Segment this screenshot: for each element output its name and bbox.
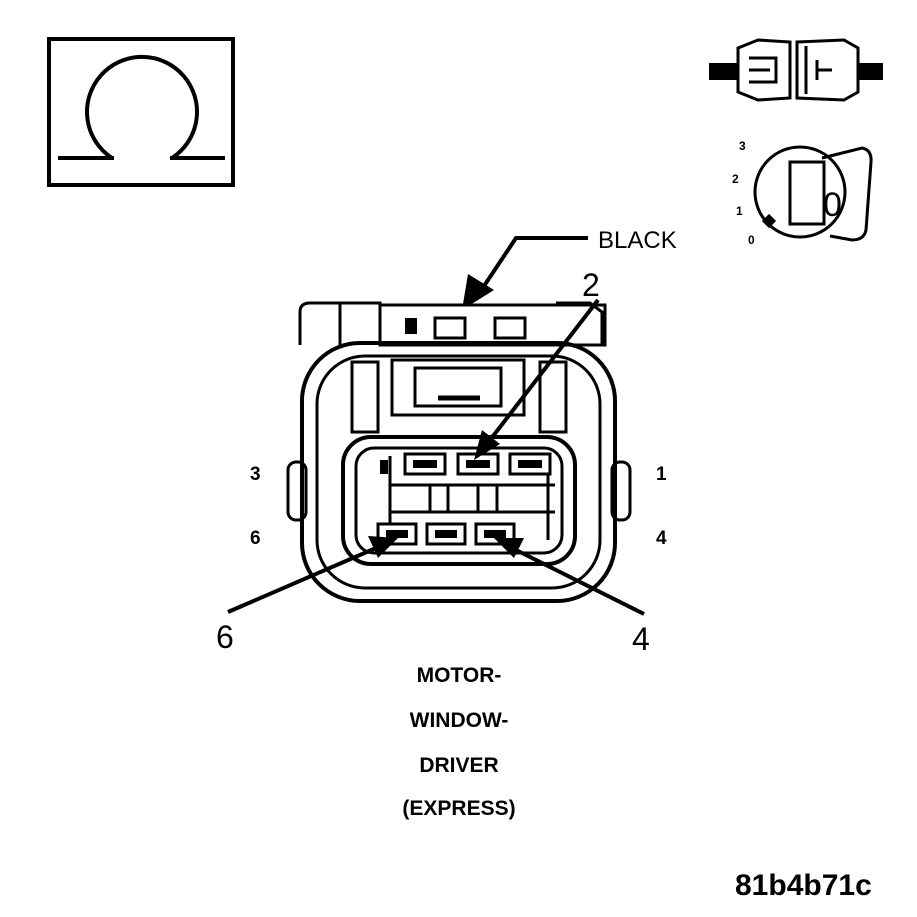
pin-4-callout: 4 (632, 621, 650, 657)
pin-2-callout: 2 (582, 267, 600, 303)
title-line-2: WINDOW- (410, 709, 509, 732)
pin-6-callout: 6 (216, 619, 234, 655)
title-line-1: MOTOR- (417, 664, 502, 687)
terminal-row-bottom (376, 522, 516, 546)
ignition-key-label: 0 (823, 186, 842, 224)
pin-4-callout-arrow (494, 538, 645, 616)
ignition-position-0: 0 (748, 233, 755, 247)
title-line-4: (EXPRESS) (402, 797, 515, 820)
ignition-key-off-icon: 0 3 2 1 0 (732, 139, 873, 247)
color-leader-arrow (462, 236, 588, 310)
pin-2-callout-arrow (474, 298, 600, 460)
connector-body (286, 301, 632, 603)
cavity-label-3: 3 (250, 464, 261, 485)
connector-title: MOTOR- WINDOW- DRIVER (EXPRESS) (402, 664, 515, 820)
cavity-label-6: 6 (250, 528, 261, 549)
connector-color-label: BLACK (598, 227, 677, 254)
figure-code: 81b4b71c (735, 869, 872, 902)
cavity-label-1: 1 (656, 464, 667, 485)
terminal-row-top (403, 452, 552, 476)
ignition-position-3: 3 (739, 139, 746, 153)
connector-disconnect-icon (709, 38, 883, 102)
ohmmeter-icon (47, 37, 235, 187)
pin-6-callout-arrow (227, 536, 398, 614)
ignition-position-2: 2 (732, 172, 739, 186)
cavity-label-4: 4 (656, 528, 667, 549)
title-line-3: DRIVER (419, 754, 498, 777)
ignition-position-1: 1 (736, 204, 743, 218)
